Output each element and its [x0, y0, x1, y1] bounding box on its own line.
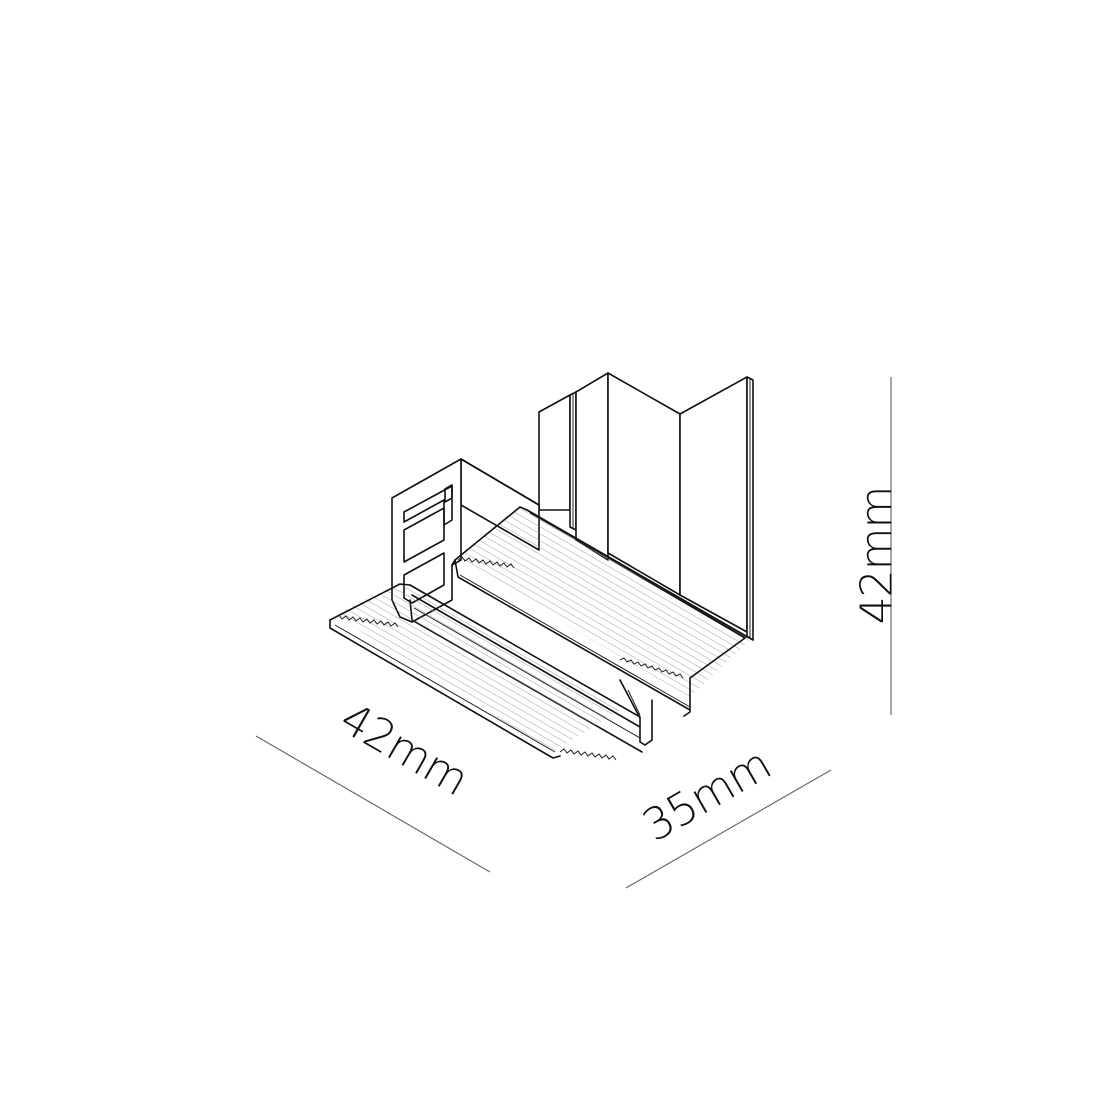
- back-wall: [538, 372, 754, 641]
- dimension-line-depth: [625, 769, 832, 889]
- upper-ribbed-panel: [451, 506, 754, 717]
- dimension-label-height: 42mm: [851, 486, 903, 625]
- lower-ribbed-flange: [329, 582, 620, 761]
- dimension-line-length: [255, 735, 491, 873]
